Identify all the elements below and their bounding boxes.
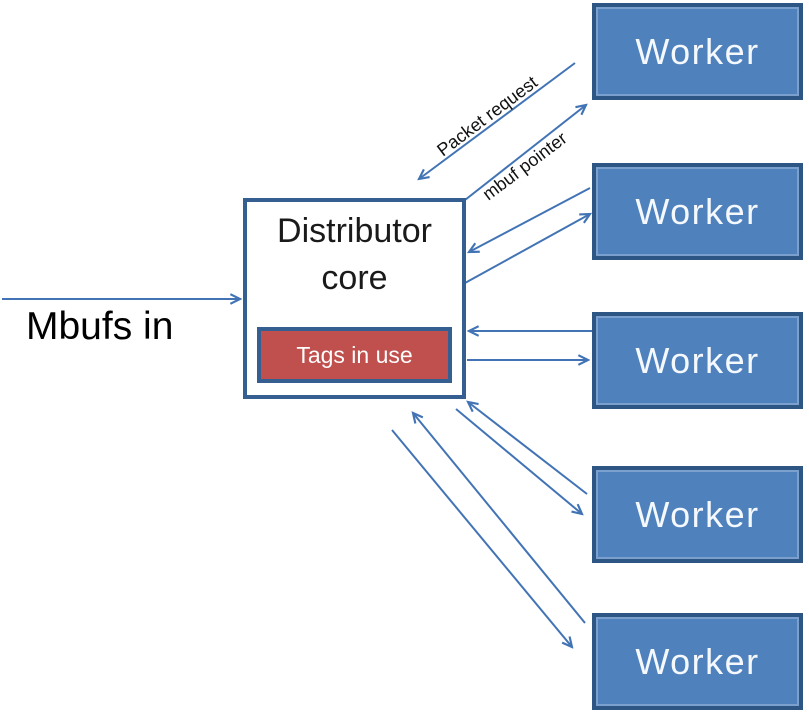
worker-label: Worker	[635, 339, 760, 381]
worker-box-2: Worker	[592, 163, 803, 260]
worker-label: Worker	[635, 493, 760, 535]
worker-label: Worker	[635, 30, 760, 72]
worker-label: Worker	[635, 190, 760, 232]
worker2-pointer-arrow	[464, 214, 590, 284]
worker-box-3: Worker	[592, 312, 803, 409]
mbufs-in-label: Mbufs in	[26, 305, 174, 348]
distributor-core-box: Distributor core Tags in use	[243, 198, 466, 399]
worker5-request-arrow	[413, 413, 586, 624]
worker-box-4: Worker	[592, 466, 803, 563]
distributor-title-line1: Distributor	[277, 212, 432, 250]
worker-label: Worker	[635, 640, 760, 682]
tags-in-use-box: Tags in use	[257, 327, 452, 383]
distributor-title-line2: core	[321, 259, 388, 297]
worker5-pointer-arrow	[391, 429, 572, 647]
mbuf-pointer-arrow	[464, 105, 586, 201]
worker4-pointer-arrow	[455, 408, 582, 514]
worker-box-1: Worker	[592, 3, 803, 100]
distributor-core-title: Distributor core	[247, 208, 462, 302]
packet-request-arrow	[419, 62, 576, 179]
tags-in-use-label: Tags in use	[296, 341, 413, 368]
worker4-request-arrow	[468, 402, 588, 495]
worker-box-5: Worker	[592, 613, 803, 710]
worker2-request-arrow	[469, 187, 591, 252]
